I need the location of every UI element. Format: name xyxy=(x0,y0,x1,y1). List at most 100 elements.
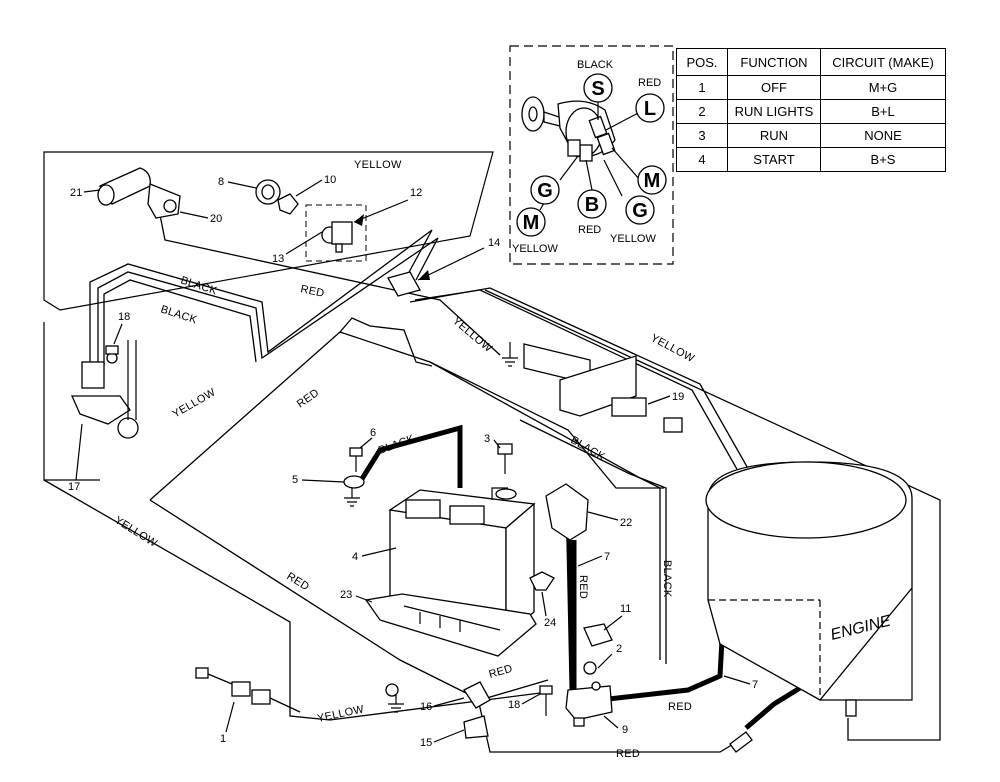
callout-22: 22 xyxy=(620,517,632,529)
table-row: 2 RUN LIGHTS B+L xyxy=(676,99,946,124)
switch-wire-label-red: RED xyxy=(638,77,661,89)
callout-2: 2 xyxy=(616,643,622,655)
ignition-key-icon xyxy=(521,96,616,162)
callout-10: 10 xyxy=(324,174,336,186)
callout-16: 16 xyxy=(420,701,432,713)
svg-text:M: M xyxy=(523,212,540,234)
wire-label: YELLOW xyxy=(649,332,697,365)
callout-19: 19 xyxy=(672,391,684,403)
wire-label: RED xyxy=(299,283,325,300)
terminal-s-icon: S xyxy=(583,73,613,103)
wire-label: RED xyxy=(284,570,311,593)
switch-wire-label-black: BLACK xyxy=(577,59,614,71)
wiring-main xyxy=(43,287,941,753)
callout-11: 11 xyxy=(620,603,631,615)
callout-3: 3 xyxy=(484,433,490,445)
solenoid-icon xyxy=(565,661,613,727)
screw-icon xyxy=(105,345,553,716)
switch-function-table: POS. FUNCTION CIRCUIT (MAKE) 1 OFF M+G 2… xyxy=(676,48,946,172)
bolt-icon xyxy=(343,447,365,489)
ignition-switch-detail: BLACK RED YELLOW RED YELLOW S xyxy=(509,45,674,265)
svg-text:G: G xyxy=(537,180,553,202)
wire-label: BLACK xyxy=(661,560,673,598)
callout-21: 21 xyxy=(70,187,82,199)
terminal-m-left-icon: M xyxy=(516,207,546,237)
col-header-circuit: CIRCUIT (MAKE) xyxy=(820,48,946,76)
switch-wire-label-red-b: RED xyxy=(578,224,601,236)
callout-6: 6 xyxy=(370,427,376,439)
table-cell: START xyxy=(727,147,821,172)
black-battery-cable xyxy=(357,424,463,488)
battery-bolt-icon xyxy=(497,443,513,474)
callout-14: 14 xyxy=(488,237,500,249)
wire-label: YELLOW xyxy=(354,159,402,171)
harness-connector-icon xyxy=(387,271,421,297)
engine-cable xyxy=(744,685,802,730)
terminal-b-icon: B xyxy=(577,189,607,219)
wire-label: YELLOW xyxy=(112,514,159,550)
callout-17: 17 xyxy=(68,481,80,493)
wire-label: YELLOW xyxy=(450,315,494,355)
callout-7: 7 xyxy=(604,551,610,563)
callout-23: 23 xyxy=(340,589,352,601)
wire-label: YELLOW xyxy=(316,703,365,725)
wire-label: RED xyxy=(577,575,589,599)
terminal-m-right-icon: M xyxy=(637,165,667,195)
callout-9: 9 xyxy=(622,724,628,736)
callout-24: 24 xyxy=(544,617,556,629)
callout-8: 8 xyxy=(218,176,224,188)
table-cell: 1 xyxy=(676,75,728,100)
table-row: 1 OFF M+G xyxy=(676,75,946,100)
switch-wire-label-yellow: YELLOW xyxy=(512,243,558,255)
ignition-key-icon xyxy=(463,681,491,739)
wire-label: BLACK xyxy=(159,303,199,326)
table-cell: NONE xyxy=(820,123,946,148)
table-row: 3 RUN NONE xyxy=(676,123,946,148)
callout-12: 12 xyxy=(410,187,422,199)
callout-1: 1 xyxy=(220,733,226,745)
terminal-g-right-icon: G xyxy=(625,195,655,225)
callout-5: 5 xyxy=(292,474,298,486)
table-cell: B+S xyxy=(820,147,946,172)
col-header-function: FUNCTION xyxy=(727,48,821,76)
svg-text:L: L xyxy=(644,98,656,120)
headlight-icon xyxy=(97,167,181,219)
wire-label: BLACK xyxy=(179,274,219,297)
svg-text:S: S xyxy=(591,78,604,100)
callout-4: 4 xyxy=(352,551,358,563)
callout-15: 15 xyxy=(420,737,432,749)
battery-cables xyxy=(357,424,802,730)
svg-text:B: B xyxy=(585,194,599,216)
battery-boot-icon xyxy=(495,483,589,541)
callout-7b: 7 xyxy=(752,679,758,691)
red-starter-cable xyxy=(565,499,725,703)
table-row: 4 START B+S xyxy=(676,147,946,172)
wire-label: BLACK xyxy=(569,434,608,463)
mounting-bracket xyxy=(523,343,683,433)
wire-label: YELLOW xyxy=(171,386,219,420)
svg-text:M: M xyxy=(644,170,661,192)
switch-nut-icon xyxy=(255,179,281,205)
seat-switch-icon xyxy=(70,340,139,439)
table-cell: B+L xyxy=(820,99,946,124)
table-cell: OFF xyxy=(727,75,821,100)
wire-label: RED xyxy=(668,701,692,713)
table-cell: 2 xyxy=(676,99,728,124)
ground-icon xyxy=(344,342,518,713)
terminal-l-icon: L xyxy=(635,93,665,123)
switch-washer-icon xyxy=(277,193,299,215)
ignition-switch-icon xyxy=(321,221,353,253)
callout-18b: 18 xyxy=(508,699,520,711)
table-cell: RUN xyxy=(727,123,821,148)
callout-13: 13 xyxy=(272,253,284,265)
wire-label: RED xyxy=(616,748,640,760)
wire-label: BLACK xyxy=(377,433,417,457)
table-cell: RUN LIGHTS xyxy=(727,99,821,124)
callout-20: 20 xyxy=(210,213,222,225)
wire-label: RED xyxy=(488,663,514,681)
wire-label: RED xyxy=(295,387,322,411)
svg-text:G: G xyxy=(632,200,648,222)
table-cell: M+G xyxy=(820,75,946,100)
col-header-pos: POS. xyxy=(676,48,728,76)
